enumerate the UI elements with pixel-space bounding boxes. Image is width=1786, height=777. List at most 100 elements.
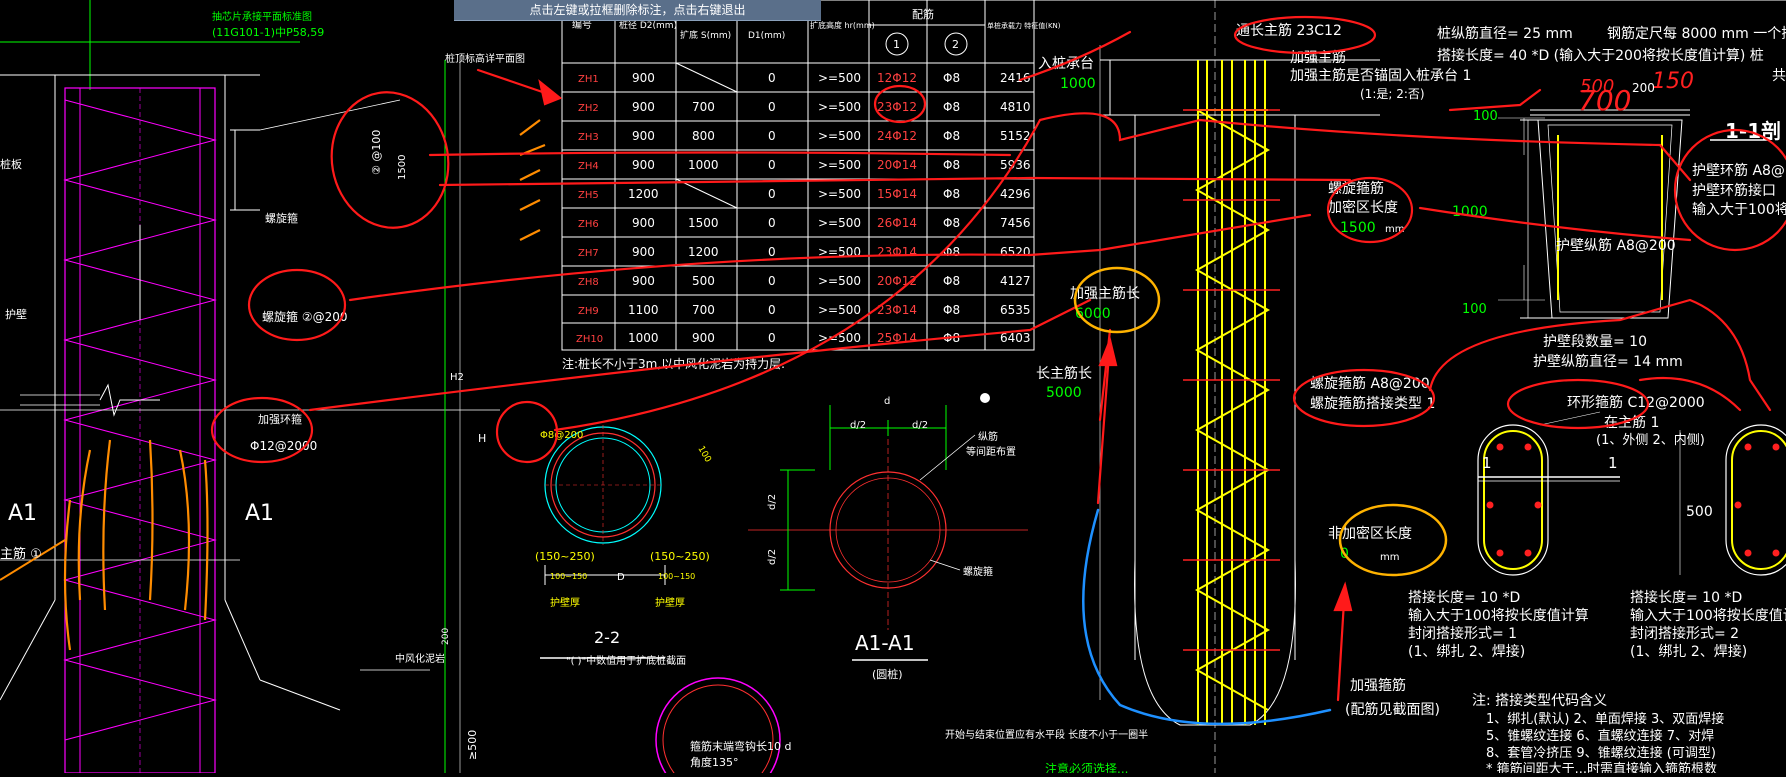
lap-a-note: 输入大于100将按长度值计算 xyxy=(1408,608,1589,624)
anchor-options: (1:是; 2:否) xyxy=(1360,87,1425,101)
close-a-options: (1、绑扎 2、焊接) xyxy=(1408,643,1525,660)
reinforce-length-label: 加强主筋长 xyxy=(1070,285,1140,302)
table-row: ZH6 900 1500 0 >=500 26Φ14 Φ8 7456 xyxy=(578,216,1031,230)
cell-r2: Φ8 xyxy=(943,303,960,317)
cell-id: ZH5 xyxy=(578,190,599,201)
table-header-kn: 单桩承载力 特征值(KN) xyxy=(987,21,1061,30)
cell-id: ZH4 xyxy=(578,161,599,172)
cell-hr: >=500 xyxy=(818,303,861,317)
cell-id: ZH10 xyxy=(576,334,603,345)
lap-b-note: 输入大于100将按长度值计 xyxy=(1630,608,1786,624)
lap-length: 搭接长度= 40 *D (输入大于200将按长度值计算) 桩 xyxy=(1437,47,1764,64)
dim-500: 500 xyxy=(1686,504,1713,520)
dim-100b: 100 xyxy=(1462,302,1487,317)
cell-kn: 4127 xyxy=(1000,274,1031,288)
dense-length-label: 加密区长度 xyxy=(1328,199,1398,216)
h-label: H xyxy=(478,432,486,445)
non-dense-label: 非加密区长度 xyxy=(1328,525,1412,542)
cell-d1: 0 xyxy=(768,187,776,201)
cell-r1: 24Φ12 xyxy=(877,129,917,143)
cell-id: ZH3 xyxy=(578,132,599,143)
cell-d2: 900 xyxy=(632,216,655,230)
dim-100a: 100 xyxy=(1473,109,1498,124)
table-row: ZH2 900 700 0 >=500 23Φ12 Φ8 4810 xyxy=(578,100,1031,114)
cell-s: 1200 xyxy=(688,245,719,259)
cell-d1: 0 xyxy=(768,158,776,172)
cell-hr: >=500 xyxy=(818,100,861,114)
side-label-1: 桩板 xyxy=(0,157,22,171)
cell-id: ZH1 xyxy=(578,74,599,85)
cell-d2: 900 xyxy=(632,100,655,114)
bottom-dim: ≥500 xyxy=(466,730,479,760)
hand-500: 500 xyxy=(1580,76,1614,97)
d-half-right: d/2 xyxy=(912,420,928,431)
sec-1-left: 1 xyxy=(1482,454,1492,472)
note-line-3: 8、套管冷挤压 9、锥螺纹连接 (可调型) xyxy=(1486,745,1716,761)
cell-r1: 20Φ14 xyxy=(877,158,917,172)
spiral-label: 螺旋箍筋 xyxy=(1328,180,1384,197)
cell-d1: 0 xyxy=(768,303,776,317)
dim-1500: 1500 xyxy=(397,155,408,180)
bottom-circle xyxy=(655,677,781,777)
spiral-spacing-label: ② @100 xyxy=(370,130,383,175)
lap-b: 搭接长度= 10 *D xyxy=(1630,589,1742,606)
d-vert-2: d/2 xyxy=(767,549,778,565)
cell-hr: >=500 xyxy=(818,187,861,201)
pile-table xyxy=(561,0,1035,351)
dense-length-unit: mm xyxy=(1385,224,1404,235)
cell-hr: >=500 xyxy=(818,158,861,172)
at-main-options: (1、外侧 2、内侧) xyxy=(1596,432,1705,448)
cell-kn: 5936 xyxy=(1000,158,1031,172)
note-line-1: 1、绑扎(默认) 2、单面焊接 3、双面焊接 xyxy=(1486,711,1724,727)
table-row: ZH3 900 800 0 >=500 24Φ12 Φ8 5152 xyxy=(578,129,1031,143)
cell-hr: >=500 xyxy=(818,331,861,345)
rebar-label: 主筋 ① xyxy=(0,546,42,562)
non-dense-unit: mm xyxy=(1380,552,1399,563)
d-vert-1: d/2 xyxy=(767,494,778,510)
section-2-2 xyxy=(540,425,666,659)
at-main: 在主筋 1 xyxy=(1604,414,1659,431)
cell-d2: 1000 xyxy=(628,331,659,345)
cell-d1: 0 xyxy=(768,274,776,288)
hand-700: 700 xyxy=(1578,84,1631,117)
cell-s: 900 xyxy=(692,331,715,345)
dim-200-right: 200 xyxy=(1632,81,1655,95)
bottom-green-note: 注意必须选择... xyxy=(1045,761,1128,773)
d-half-left: d/2 xyxy=(850,420,866,431)
anchor-question: 加强主筋是否锚固入桩承台 1 xyxy=(1290,67,1471,84)
cell-d1: 0 xyxy=(768,100,776,114)
cell-hr: >=500 xyxy=(818,71,861,85)
cell-d1: 0 xyxy=(768,245,776,259)
note-line-4: * 箍筋间距大于...时需直接输入箍筋根数 xyxy=(1486,761,1717,773)
elevation-label: 桩顶标高详平面图 xyxy=(445,52,525,65)
cell-s: 700 xyxy=(692,100,715,114)
cell-d2: 900 xyxy=(632,274,655,288)
wall-long: 护壁纵筋 A8@200 xyxy=(1556,237,1676,254)
note-title: 注: 搭接类型代码含义 xyxy=(1472,692,1607,709)
cell-r2: Φ8 xyxy=(943,129,960,143)
hoop-label: 加强环箍 xyxy=(258,412,302,426)
table-header-group: 配筋 xyxy=(912,7,934,21)
top-rebar-label: 通长主筋 23C12 xyxy=(1236,22,1342,39)
cell-id: ZH7 xyxy=(578,248,599,259)
table-row: ZH5 1200 0 >=500 15Φ14 Φ8 4296 xyxy=(578,187,1031,201)
cell-kn: 6403 xyxy=(1000,331,1031,345)
sec-1-right: 1 xyxy=(1608,454,1618,472)
dim-100: 100 xyxy=(695,445,712,465)
spiral-note: 螺旋箍 xyxy=(963,565,993,578)
wall-right: 护壁厚 xyxy=(655,596,685,609)
cell-kn: 4296 xyxy=(1000,187,1031,201)
right-section-drawing xyxy=(1477,109,1786,576)
cell-d1: 0 xyxy=(768,216,776,230)
spiral-stirrup-label: 螺旋箍 xyxy=(265,211,298,225)
cell-hr: >=500 xyxy=(818,129,861,143)
section-a1a1-title: A1-A1 xyxy=(855,631,915,655)
section-a1a1 xyxy=(748,405,1028,661)
table-row: ZH8 900 500 0 >=500 20Φ12 Φ8 4127 xyxy=(578,274,1031,288)
table-header-hr: 扩底高度 hr(mm) xyxy=(810,20,875,30)
h2-label: H2 xyxy=(450,372,464,383)
table-header-id: 编号 xyxy=(572,18,592,31)
